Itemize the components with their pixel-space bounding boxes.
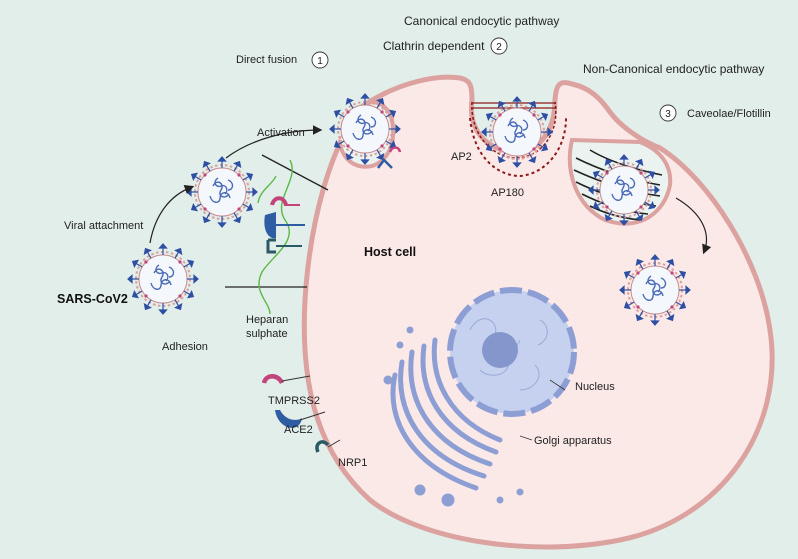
attached-receptors [264, 196, 305, 254]
sars-cov2-virus [127, 243, 199, 315]
nrp1-receptor [315, 439, 341, 453]
fusion-receptors [377, 146, 402, 169]
golgi-label: Golgi apparatus [534, 435, 612, 447]
step-2-number: 2 [496, 42, 502, 53]
step-2-circle [490, 37, 508, 55]
clathrin-label: Clathrin dependent [383, 39, 485, 53]
tmprss2-label: TMPRSS2 [268, 395, 320, 407]
adhesion-label: Adhesion [162, 341, 208, 353]
heparan-label-1: Heparan [246, 314, 288, 326]
nucleus-pointer [549, 379, 566, 391]
heparan-sulphate-chain-2 [257, 175, 277, 204]
step-3-number: 3 [665, 109, 671, 120]
step-1-circle [311, 51, 329, 69]
activation-arrow [225, 125, 323, 159]
canonical-pathway-label: Canonical endocytic pathway [404, 14, 559, 28]
sars-cov2-label: SARS-CoV2 [57, 292, 128, 306]
activation-label: Activation [257, 127, 305, 139]
heparan-label-2: sulphate [246, 328, 288, 340]
attached-virus [186, 156, 258, 228]
host-cell-label: Host cell [364, 245, 416, 259]
viral-attachment-label: Viral attachment [64, 220, 143, 232]
golgi-pointer [519, 435, 533, 441]
activation-line [261, 154, 329, 191]
direct-fusion-label: Direct fusion [236, 54, 297, 66]
nucleus-label: Nucleus [575, 381, 615, 393]
ace2-receptor [275, 410, 326, 428]
step-3-circle [659, 104, 677, 122]
tmprss2-receptor [261, 374, 311, 385]
ap2-label: AP2 [451, 151, 472, 163]
nucleus [447, 287, 577, 417]
golgi-apparatus [383, 326, 524, 507]
heparan-sulphate-chain [258, 159, 293, 315]
internalization-arrow [675, 197, 712, 255]
step-1-number: 1 [317, 56, 323, 67]
non-canonical-label: Non-Canonical endocytic pathway [583, 62, 764, 76]
ap180-label: AP180 [491, 187, 524, 199]
caveolae-label: Caveolae/Flotillin [687, 108, 771, 120]
attachment-arrow [149, 184, 195, 244]
nrp1-label: NRP1 [338, 457, 367, 469]
ace2-label: ACE2 [284, 424, 313, 436]
